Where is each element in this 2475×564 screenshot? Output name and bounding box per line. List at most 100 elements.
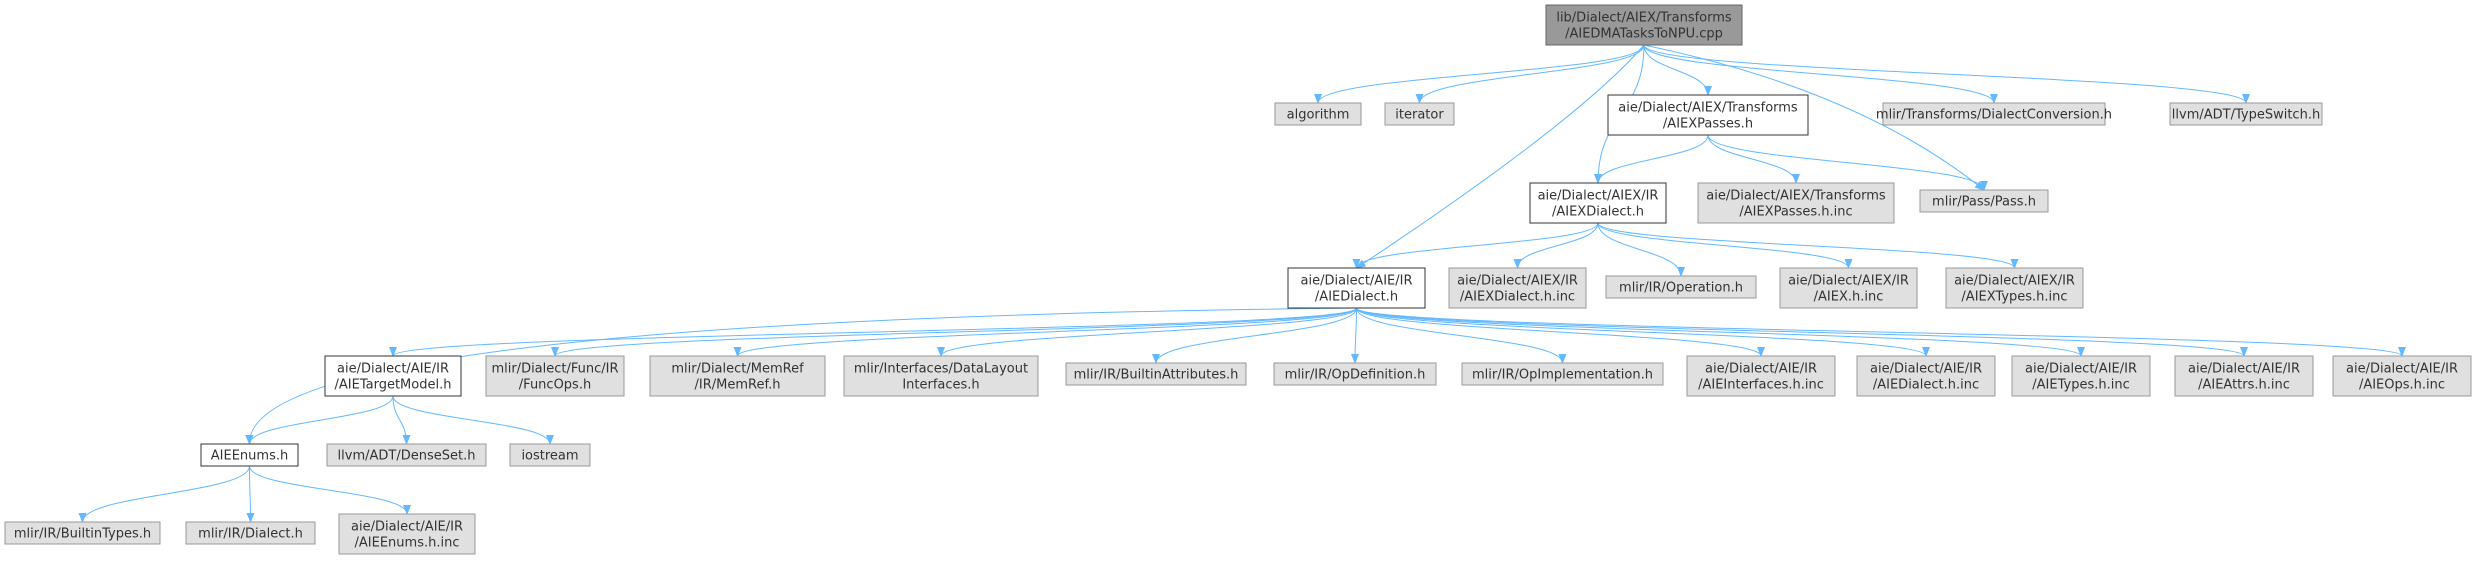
edge-aieenums_h-to-builtintypes [78,465,250,523]
node-label: /AIEXPasses.h.inc [1739,205,1852,220]
node-builtintypes: mlir/IR/BuiltinTypes.h [4,521,161,545]
node-box [1607,94,1809,136]
node-box [1686,355,1836,397]
node-label: aie/Dialect/AIE/IR [2188,362,2300,377]
edge-root-to-typeswitch [1643,44,2250,104]
edge-aiedialect_h-to-datalayout [937,307,1357,357]
node-box [2332,355,2472,397]
node-denseset: llvm/ADT/DenseSet.h [326,443,487,467]
node-label: mlir/IR/BuiltinAttributes.h [1074,368,1239,383]
node-box [200,443,299,467]
node-box [1529,182,1667,224]
node-box [1882,102,2106,126]
edge-aiedialect_h-to-memref [733,307,1357,357]
node-pass_h: mlir/Pass/Pass.h [1919,189,2049,213]
node-root: lib/Dialect/AIEX/Transforms/AIEDMATasksT… [1545,4,1743,46]
edge-root-to-aiexpasses_h [1643,44,1712,96]
edge-aiexdialect_h-to-aiex_inc [1597,222,1853,269]
node-label: AIEEnums.h [211,449,288,464]
edge-aiexpasses_h-to-pass_h [1707,134,1988,191]
edge-root-to-algorithm [1314,44,1645,104]
node-label: mlir/Pass/Pass.h [1932,195,2036,210]
node-aiexpasses_inc: aie/Dialect/AIEX/Transforms/AIEXPasses.h… [1697,182,1895,224]
node-label: aie/Dialect/AIE/IR [2346,362,2458,377]
node-label: /AIEXTypes.h.inc [1961,290,2067,305]
node-label: /AIEXDialect.h [1552,205,1644,220]
edge-aiexpasses_h-to-aiexdialect_h [1594,134,1709,184]
node-box [1945,267,2084,309]
node-label: aie/Dialect/AIEX/Transforms [1706,189,1886,204]
node-label: aie/Dialect/AIEX/IR [1457,274,1578,289]
node-aieenums_h[interactable]: AIEEnums.h [200,443,299,467]
node-dialectconversion: mlir/Transforms/DialectConversion.h [1876,102,2112,126]
node-aieinterfaces: aie/Dialect/AIE/IR/AIEInterfaces.h.inc [1686,355,1836,397]
node-label: iostream [521,449,578,464]
node-aiex_inc: aie/Dialect/AIEX/IR/AIEX.h.inc [1779,267,1918,309]
node-box [843,355,1039,397]
node-label: /AIEDialect.h.inc [1873,378,1979,393]
node-box [2169,102,2323,126]
node-box [1287,267,1426,309]
node-builtinattrs: mlir/IR/BuiltinAttributes.h [1065,362,1247,386]
node-targetmodel[interactable]: aie/Dialect/AIE/IR/AIETargetModel.h [324,355,462,397]
edge-aiexpasses_h-to-aiexpasses_inc [1707,134,1800,184]
node-box [1384,102,1455,126]
node-aiedialect_inc: aie/Dialect/AIE/IR/AIEDialect.h.inc [1856,355,1996,397]
node-label: /AIEDialect.h [1315,290,1398,305]
node-aiexdialect_inc: aie/Dialect/AIEX/IR/AIEXDialect.h.inc [1448,267,1587,309]
node-box [509,443,591,467]
node-label: /IR/MemRef.h [695,378,781,393]
edge-aieenums_h-to-aieenums_inc [249,465,411,515]
node-box [1779,267,1918,309]
edge-aiedialect_h-to-funcops [551,307,1357,357]
nodes-layer: lib/Dialect/AIEX/Transforms/AIEDMATasksT… [4,4,2472,555]
node-aiexpasses_h[interactable]: aie/Dialect/AIEX/Transforms/AIEXPasses.h [1607,94,1809,136]
node-label: aie/Dialect/AIE/IR [337,362,449,377]
node-label: mlir/Dialect/MemRef [671,362,804,377]
node-label: aie/Dialect/AIE/IR [1705,362,1817,377]
node-aietypes: aie/Dialect/AIE/IR/AIETypes.h.inc [2011,355,2151,397]
node-box [1856,355,1996,397]
node-box [185,521,316,545]
edge-root-to-iterator [1415,44,1645,104]
node-aiexdialect_h[interactable]: aie/Dialect/AIEX/IR/AIEXDialect.h [1529,182,1667,224]
node-aieattrs: aie/Dialect/AIE/IR/AIEAttrs.h.inc [2174,355,2314,397]
edge-targetmodel-to-aieenums_h [245,395,394,445]
node-box [1065,362,1247,386]
node-label: mlir/Transforms/DialectConversion.h [1876,108,2112,123]
node-box [1919,189,2049,213]
edge-aiedialect_h-to-aieops [1356,307,2406,357]
edge-aiedialect_h-to-opimplementation [1356,307,1567,364]
edge-root-to-aiedialect_h [1355,44,1645,269]
node-label: /AIEX.h.inc [1814,290,1884,305]
node-label: aie/Dialect/AIE/IR [1301,274,1413,289]
node-box [1273,362,1437,386]
node-aieops: aie/Dialect/AIE/IR/AIEOps.h.inc [2332,355,2472,397]
node-aiedialect_h[interactable]: aie/Dialect/AIE/IR/AIEDialect.h [1287,267,1426,309]
edge-aiedialect_h-to-aieinterfaces [1356,307,1765,357]
edges-layer [78,44,2406,523]
node-label: aie/Dialect/AIEX/IR [1538,189,1659,204]
edge-aiedialect_h-to-aieattrs [1356,307,2248,357]
edge-aiexdialect_h-to-aiextypes_inc [1597,222,2019,269]
node-label: /AIEXDialect.h.inc [1460,290,1575,305]
node-label: llvm/ADT/TypeSwitch.h [2172,108,2320,123]
node-label: /AIEOps.h.inc [2359,378,2445,393]
node-box [1697,182,1895,224]
edge-aiexdialect_h-to-aiexdialect_inc [1513,222,1599,269]
node-label: /AIEEnums.h.inc [355,536,460,551]
node-box [1545,4,1743,46]
node-typeswitch: llvm/ADT/TypeSwitch.h [2169,102,2323,126]
node-label: mlir/IR/BuiltinTypes.h [14,527,151,542]
edge-aiedialect_h-to-aiedialect_inc [1356,307,1930,357]
node-box [485,355,625,397]
node-box [1461,362,1664,386]
node-label: iterator [1395,108,1444,123]
node-label: aie/Dialect/AIE/IR [2025,362,2137,377]
node-box [326,443,487,467]
node-label: mlir/IR/Dialect.h [198,527,303,542]
node-box [338,513,476,555]
edge-aiedialect_h-to-aietypes [1356,307,2085,357]
